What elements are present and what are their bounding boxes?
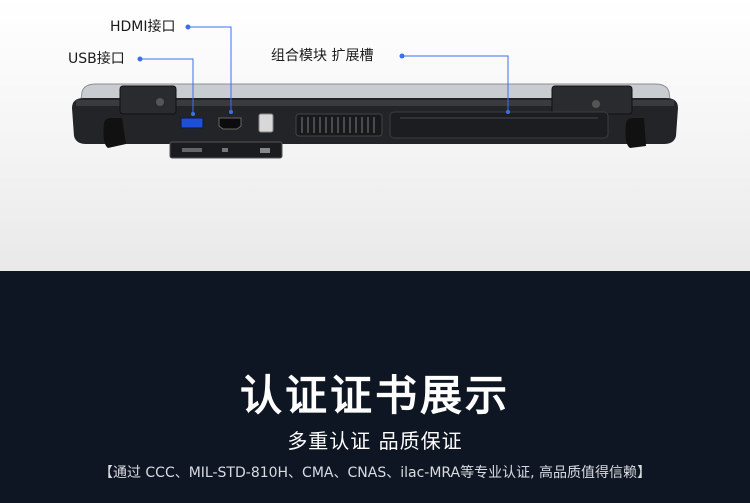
hdmi-callout-label: HDMI接口	[110, 19, 176, 35]
lock-slot	[258, 113, 274, 133]
laptop-base-highlight	[76, 100, 674, 106]
right-hinge	[551, 85, 633, 115]
vent-slats	[301, 117, 375, 133]
expansion-slot	[389, 111, 609, 139]
right-hinge-screw	[592, 100, 600, 108]
callout-lines	[140, 26, 509, 114]
left-hinge	[119, 85, 177, 115]
certifications-line: 【通过 CCC、MIL-STD-810H、CMA、CNAS、ilac-MRA等专…	[98, 465, 652, 481]
callout-dots	[137, 24, 510, 116]
laptop-lid-edge	[80, 83, 671, 101]
usb-port	[180, 117, 204, 129]
laptop-back-view	[72, 24, 678, 159]
right-bumper	[625, 118, 646, 148]
hdmi-port	[218, 117, 242, 130]
left-bumper	[103, 118, 126, 148]
section-heading: 认证证书展示	[239, 371, 510, 420]
module-callout-label: 组合模块 扩展槽	[271, 48, 374, 64]
certification-section	[0, 271, 750, 503]
left-hinge-screw	[156, 98, 164, 106]
section-subheading: 多重认证 品质保证	[287, 429, 463, 453]
usb-callout-label: USB接口	[68, 51, 125, 67]
